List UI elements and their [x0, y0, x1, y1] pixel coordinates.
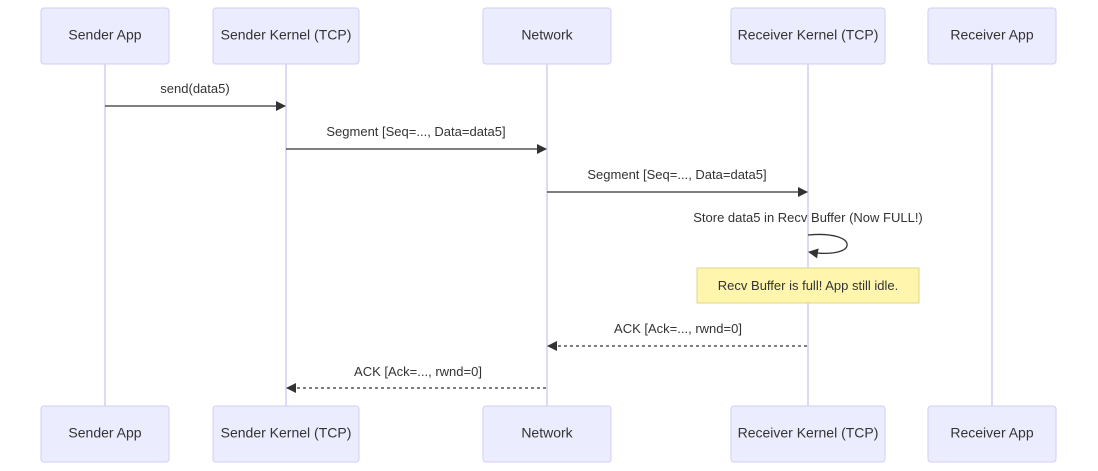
message-ack-to-network: ACK [Ack=..., rwnd=0]	[547, 321, 807, 351]
message-label: ACK [Ack=..., rwnd=0]	[614, 321, 742, 336]
actor-label: Sender App	[68, 425, 141, 441]
actor-label: Sender App	[68, 27, 141, 43]
actor-label: Receiver App	[950, 27, 1033, 43]
actor-bottom-network: Network	[482, 405, 612, 463]
note-box	[696, 267, 920, 304]
actor-label: Network	[521, 425, 573, 441]
actor-top-receiver-kernel: Receiver Kernel (TCP)	[730, 7, 886, 65]
self-loop-arrow	[807, 233, 848, 259]
actor-label: Receiver Kernel (TCP)	[738, 27, 879, 43]
actor-label: Receiver App	[950, 425, 1033, 441]
actor-top-sender-app: Sender App	[40, 7, 170, 65]
actor-label: Sender Kernel (TCP)	[221, 425, 352, 441]
actor-bottom-sender-kernel: Sender Kernel (TCP)	[212, 405, 360, 463]
message-label: Store data5 in Recv Buffer (Now FULL!)	[693, 210, 923, 225]
actor-bottom-receiver-app: Receiver App	[927, 405, 1057, 463]
message-label: send(data5)	[160, 81, 229, 96]
message-label: Segment [Seq=..., Data=data5]	[587, 167, 766, 182]
note: Recv Buffer is full! App still idle.	[696, 267, 920, 304]
message-segment-to-receiver: Segment [Seq=..., Data=data5]	[547, 167, 808, 197]
actor-top-receiver-app: Receiver App	[927, 7, 1057, 65]
message-self-store: Store data5 in Recv Buffer (Now FULL!)	[693, 210, 923, 259]
actor-top-sender-kernel: Sender Kernel (TCP)	[212, 7, 360, 65]
actor-label: Receiver Kernel (TCP)	[738, 425, 879, 441]
actor-top-network: Network	[482, 7, 612, 65]
message-label: Segment [Seq=..., Data=data5]	[326, 124, 505, 139]
message-segment-to-network: Segment [Seq=..., Data=data5]	[286, 124, 547, 154]
actor-bottom-sender-app: Sender App	[40, 405, 170, 463]
message-ack-to-sender: ACK [Ack=..., rwnd=0]	[286, 364, 546, 393]
actor-label: Network	[521, 27, 573, 43]
note-text: Recv Buffer is full! App still idle.	[718, 278, 898, 293]
message-label: ACK [Ack=..., rwnd=0]	[354, 364, 482, 379]
actor-bottom-receiver-kernel: Receiver Kernel (TCP)	[730, 405, 886, 463]
message-send-data5: send(data5)	[105, 81, 286, 111]
actor-label: Sender Kernel (TCP)	[221, 27, 352, 43]
